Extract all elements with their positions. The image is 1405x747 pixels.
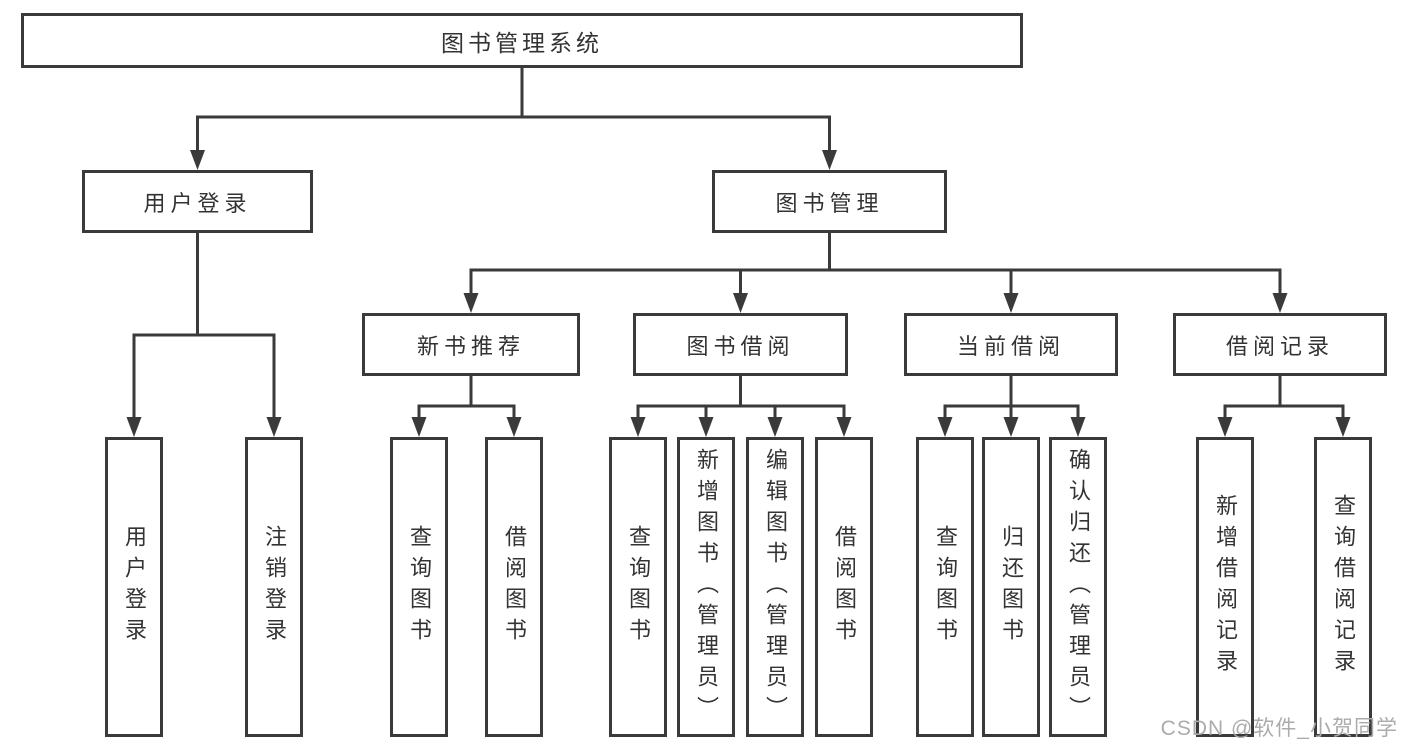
arrowheads — [126, 150, 1351, 437]
leaf-borrow-add-book-admin: 新增图书（管理员） — [677, 437, 735, 737]
watermark: CSDN @软件_小贺同学 — [1160, 717, 1398, 740]
leaf-current-return-book: 归还图书 — [982, 437, 1040, 737]
leaf-logout: 注销登录 — [245, 437, 303, 737]
leaf-user-login: 用户登录 — [105, 437, 163, 737]
leaf-borrow-borrow-book: 借阅图书 — [815, 437, 873, 737]
leaf-current-query-book: 查询图书 — [916, 437, 974, 737]
leaf-recommend-borrow-book: 借阅图书 — [485, 437, 543, 737]
leaf-borrow-query-book: 查询图书 — [609, 437, 667, 737]
node-book-borrow: 图书借阅 — [633, 313, 848, 376]
node-library-system: 图书管理系统 — [21, 13, 1023, 68]
leaf-records-query-record: 查询借阅记录 — [1314, 437, 1372, 737]
node-borrow-records: 借阅记录 — [1173, 313, 1387, 376]
node-book-management: 图书管理 — [712, 170, 947, 233]
node-user-login: 用户登录 — [82, 170, 313, 233]
leaf-records-add-record: 新增借阅记录 — [1196, 437, 1254, 737]
connector-lines — [132, 68, 1345, 419]
node-current-borrow: 当前借阅 — [904, 313, 1118, 376]
leaf-recommend-query-book: 查询图书 — [390, 437, 448, 737]
node-new-book-recommend: 新书推荐 — [362, 313, 580, 376]
leaf-borrow-edit-book-admin: 编辑图书（管理员） — [746, 437, 804, 737]
leaf-current-confirm-return-admin: 确认归还（管理员） — [1049, 437, 1107, 737]
